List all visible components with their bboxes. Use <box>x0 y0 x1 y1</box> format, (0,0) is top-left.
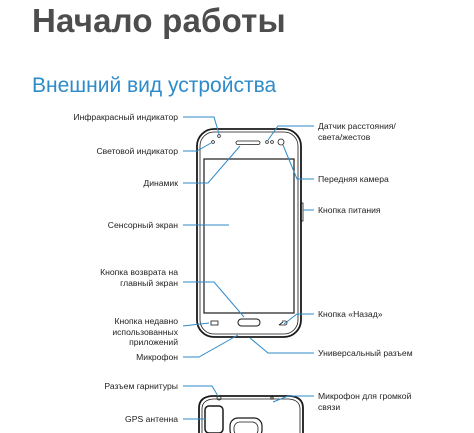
label-ir-indicator: Инфракрасный индикатор <box>73 112 178 122</box>
callout-lines <box>182 116 314 420</box>
rear-camera-module-inner <box>233 421 259 433</box>
callout-speaker <box>183 145 241 184</box>
page-title: Начало работы <box>32 2 286 39</box>
phone-front-view <box>196 128 304 338</box>
label-touchscreen: Сенсорный экран <box>107 220 178 230</box>
label-speaker: Динамик <box>143 178 178 188</box>
phone-body-outline <box>196 128 302 338</box>
proximity-sensor-dot-2 <box>270 140 274 144</box>
callout-speakerphone-mic <box>272 395 314 403</box>
label-gps-antenna: GPS антенна <box>125 414 178 424</box>
rear-camera-module <box>229 417 263 433</box>
speakerphone-mic-hole <box>270 396 274 400</box>
phone-top-inner <box>201 398 301 433</box>
callout-headset-jack <box>183 385 219 397</box>
label-back-button: Кнопка «Назад» <box>318 309 383 319</box>
recent-apps-button-icon <box>210 320 219 326</box>
label-headset-jack: Разъем гарнитуры <box>104 381 178 391</box>
touchscreen-area <box>203 158 295 314</box>
callout-ir-indicator <box>183 116 220 135</box>
label-home-button: Кнопка возврата на главный экран <box>100 267 178 288</box>
phone-top-outline <box>198 395 304 433</box>
power-button-side <box>300 202 304 222</box>
label-universal-jack: Универсальный разъем <box>318 348 413 358</box>
proximity-sensor-dot <box>265 140 269 144</box>
label-light-indicator: Световой индикатор <box>96 146 178 156</box>
home-button <box>237 318 261 327</box>
gps-antenna-panel <box>204 405 224 433</box>
label-proximity-sensor: Датчик расстояния/ света/жестов <box>318 121 396 142</box>
headset-jack-hole <box>216 395 222 401</box>
label-front-camera: Передняя камера <box>318 174 389 184</box>
callout-proximity-sensor <box>267 125 314 141</box>
label-microphone: Микрофон <box>136 352 178 362</box>
speaker-grille <box>235 140 261 145</box>
ir-indicator-dot <box>217 134 221 138</box>
label-recent-apps-button: Кнопка недавно использованных приложений <box>112 316 178 347</box>
label-speakerphone-mic: Микрофон для громкой связи <box>318 391 412 412</box>
section-title: Внешний вид устройства <box>32 74 277 97</box>
callout-home-button <box>183 281 245 318</box>
callout-back-button <box>283 313 314 325</box>
callout-universal-jack <box>249 337 314 354</box>
phone-top-view <box>198 395 304 433</box>
callout-front-camera <box>282 144 314 180</box>
label-power-button: Кнопка питания <box>318 205 381 215</box>
callout-light-indicator <box>183 142 212 152</box>
back-button-icon <box>278 320 288 326</box>
callout-recent-apps <box>182 322 210 327</box>
callout-microphone <box>183 334 239 358</box>
light-indicator-dot <box>211 140 215 144</box>
phone-body-inner <box>199 131 299 335</box>
front-camera-lens <box>277 138 285 146</box>
